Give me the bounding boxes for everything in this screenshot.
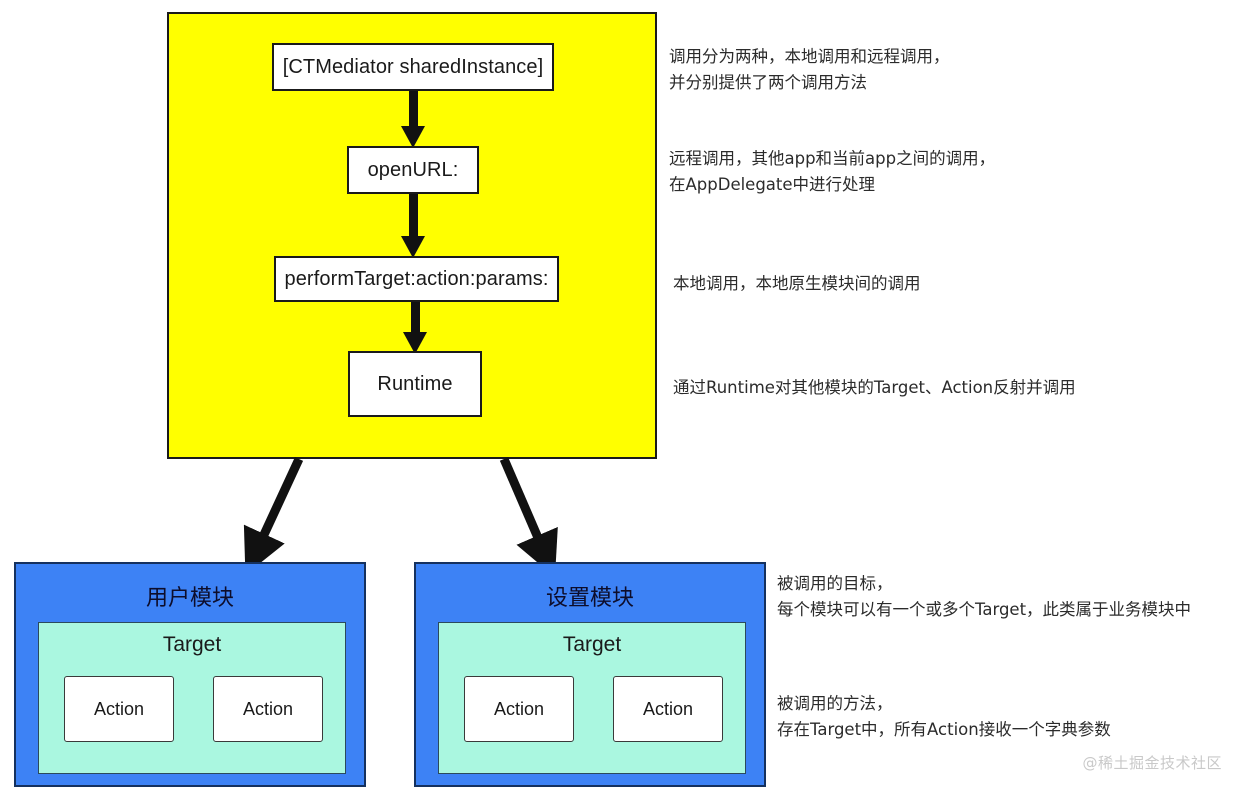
arrow-shaft — [410, 300, 420, 334]
watermark: @稀土掘金技术社区 — [1082, 754, 1222, 772]
module-user[interactable]: 用户模块 Target Action Action — [14, 562, 366, 787]
module-user-title: 用户模块 — [145, 586, 234, 611]
arrow-shared-instance-to-openurl — [401, 88, 425, 148]
step-runtime[interactable]: Runtime — [348, 351, 482, 417]
arrow-to-user-module — [243, 457, 304, 575]
annotation-call-types: 调用分为两种，本地调用和远程调用， 并分别提供了两个调用方法 — [669, 47, 950, 92]
module-settings-action-1[interactable]: Action — [464, 676, 574, 742]
arrow-head — [403, 332, 427, 354]
target-label: Target — [162, 633, 222, 656]
arrow-head — [401, 126, 425, 148]
arrow-shaft — [408, 192, 418, 238]
arrow-head — [401, 236, 425, 258]
module-user-action-2[interactable]: Action — [213, 676, 323, 742]
module-settings-action-2[interactable]: Action — [613, 676, 723, 742]
arrow-to-settings-module — [499, 457, 558, 578]
annotation-remote-call: 远程调用，其他app和当前app之间的调用， 在AppDelegate中进行处理 — [669, 149, 996, 194]
arrow-openurl-to-perform-target — [401, 192, 425, 258]
annotation-action-description: 被调用的方法， 存在Target中，所有Action接收一个字典参数 — [777, 694, 1111, 739]
target-label: Target — [562, 633, 622, 656]
module-user-target[interactable]: Target Action Action — [38, 622, 346, 774]
module-settings[interactable]: 设置模块 Target Action Action — [414, 562, 766, 787]
module-user-action-1[interactable]: Action — [64, 676, 174, 742]
arrow-shaft — [408, 88, 418, 128]
arrow-perform-target-to-runtime — [403, 300, 427, 354]
step-perform-target[interactable]: performTarget:action:params: — [274, 256, 559, 302]
step-openurl[interactable]: openURL: — [347, 146, 479, 194]
step-shared-instance[interactable]: [CTMediator sharedInstance] — [272, 43, 554, 91]
module-settings-title: 设置模块 — [545, 586, 634, 611]
annotation-runtime-reflection: 通过Runtime对其他模块的Target、Action反射并调用 — [673, 378, 1076, 397]
annotation-local-call: 本地调用，本地原生模块间的调用 — [673, 274, 921, 293]
module-settings-target[interactable]: Target Action Action — [438, 622, 746, 774]
annotation-target-description: 被调用的目标， 每个模块可以有一个或多个Target，此类属于业务模块中 — [777, 574, 1192, 619]
